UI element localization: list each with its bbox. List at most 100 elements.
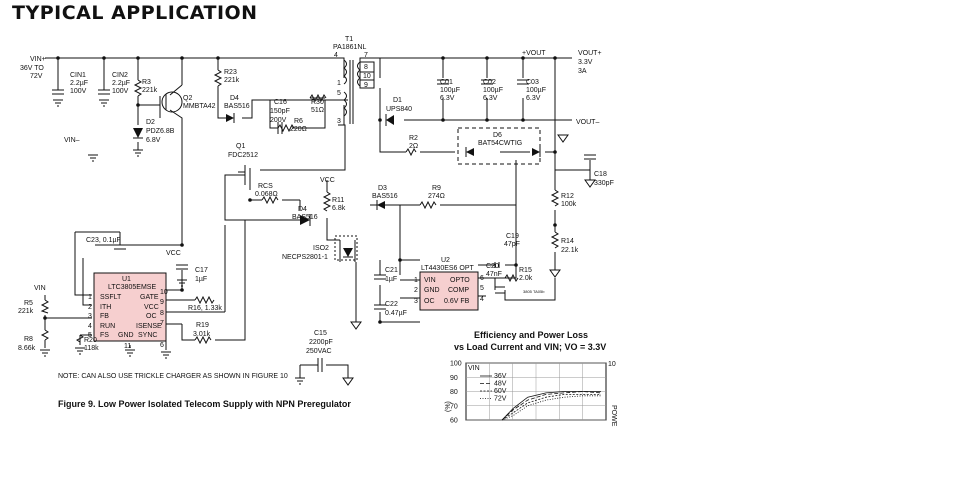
c18-ref: C18 <box>594 171 607 178</box>
q2-part: MMBTA42 <box>183 103 216 110</box>
r5-ref: R5 <box>24 300 33 307</box>
u1-pin-label: SSFLT <box>100 294 122 301</box>
transistor-symbols <box>161 91 251 185</box>
c15-ref: C15 <box>314 330 327 337</box>
c17-value: 1µF <box>195 276 207 283</box>
q1-ref: Q1 <box>236 143 245 150</box>
d1-part: UPS840 <box>386 106 412 113</box>
u1-pin-label: FB <box>100 313 109 320</box>
r14-ref: R14 <box>561 238 574 245</box>
u2-pin-number: 4 <box>480 296 484 303</box>
vin-u1-label: VIN <box>34 285 46 292</box>
u2-pin-number: 1 <box>414 277 418 284</box>
u2-ref: U2 <box>441 257 450 264</box>
r8-value: 8.66k <box>18 345 36 352</box>
component-labels: VIN+ 36V TO 72V VIN– CIN1 2.2µF 100V CIN… <box>18 36 614 409</box>
c03-ref: C03 <box>526 79 539 86</box>
cin2-voltage: 100V <box>112 88 129 95</box>
c17-ref: C17 <box>195 267 208 274</box>
chart-series-72V <box>501 395 601 421</box>
chart-series-60V <box>501 393 601 421</box>
r2-ref: R2 <box>409 135 418 142</box>
t1-pin: 5 <box>337 90 341 97</box>
d4a-part: BAS516 <box>224 103 250 110</box>
chart-title-line-1: Efficiency and Power Loss <box>474 330 588 340</box>
rcs-ref: RCS <box>258 183 273 190</box>
chart-y-tick-label: 70 <box>450 403 458 410</box>
u2-ic-body <box>419 271 479 311</box>
r11-ref: R11 <box>332 197 344 204</box>
chart-legend-title: VIN <box>468 365 480 372</box>
t1-part: PA1861NL <box>333 44 366 51</box>
r19-ref: R19 <box>196 322 209 329</box>
cin2-value: 2.2µF <box>112 80 130 87</box>
c15-value: 2200pF <box>309 339 333 346</box>
u2-pin-number: 2 <box>414 287 418 294</box>
u1-pin-number: 2 <box>88 304 92 311</box>
r11-value: 6.8k <box>332 205 346 212</box>
c03-voltage: 6.3V <box>526 95 541 102</box>
u1-pin-number: 5 <box>88 332 92 339</box>
u2-pin-label: 0.6V FB <box>444 298 470 305</box>
c22-ref: C22 <box>385 301 398 308</box>
u1-pin-label: OC <box>146 313 157 320</box>
ground-symbols <box>40 99 596 386</box>
chart-y-tick-label: 90 <box>450 375 458 382</box>
t1-pin: 1 <box>337 80 341 87</box>
u1-part: LTC3805EMSE <box>108 284 156 291</box>
r3-ref: R3 <box>142 79 151 86</box>
vcc-label-u1: VCC <box>166 250 181 257</box>
r9-ref: R9 <box>432 185 441 192</box>
t1-pin: 10 <box>363 73 371 80</box>
chart-series-48V <box>501 391 602 421</box>
chart-y-axis-label: (%) <box>445 401 452 412</box>
efficiency-chart: Efficiency and Power Loss vs Load Curren… <box>445 330 617 427</box>
c22-value: 0.47µF <box>385 310 407 317</box>
u1-pin-label: ISENSE <box>136 323 162 330</box>
u1-pin-label: RUN <box>100 323 115 330</box>
r23-ref: R23 <box>224 69 237 76</box>
u2-pin-label: VIN <box>424 277 436 284</box>
figure-caption: Figure 9. Low Power Isolated Telecom Sup… <box>58 399 351 409</box>
c16-voltage: 200V <box>270 117 287 124</box>
t1-pin: 3 <box>337 118 341 125</box>
chart-series-36V <box>501 391 601 421</box>
d3-part: BAS516 <box>372 193 398 200</box>
vin-range-label-2: 72V <box>30 73 43 80</box>
r6-ref: R6 <box>294 118 303 125</box>
vout-node-label: +VOUT <box>522 50 546 57</box>
d6-package-outline <box>457 127 541 165</box>
c23-label: C23, 0.1µF <box>86 237 121 244</box>
u1-pin-number: 10 <box>160 289 168 296</box>
c21-value: 1µF <box>385 276 397 283</box>
vout-plus-label: VOUT+ <box>578 50 602 57</box>
d1-ref: D1 <box>393 97 402 104</box>
u1-pin-number: 7 <box>160 320 164 327</box>
chart-legend-label: 48V <box>494 381 507 388</box>
c18-value: 330pF <box>594 180 614 187</box>
c03-value: 100µF <box>526 87 546 94</box>
u1-pin-label: FS <box>100 332 109 339</box>
vin-minus-label: VIN– <box>64 137 80 144</box>
u1-pin-number: 3 <box>88 313 92 320</box>
figure-note: NOTE: CAN ALSO USE TRICKLE CHARGER AS SH… <box>58 373 288 380</box>
u2-pin-label: COMP <box>448 287 469 294</box>
c20-ref: C20 <box>486 263 499 270</box>
vcc-label: VCC <box>320 177 335 184</box>
chart-title-line-2: vs Load Current and VIN; VO = 3.3V <box>454 342 606 352</box>
capacitor-symbols <box>52 79 596 372</box>
u1-ic-body <box>93 272 167 342</box>
c15-voltage: 250VAC <box>306 348 332 355</box>
u2-pin-number: 3 <box>414 298 418 305</box>
c20-value: 47nF <box>486 271 502 278</box>
u1-pin-number: 4 <box>88 323 92 330</box>
r6-value: 220Ω <box>290 126 307 133</box>
iso2-ref: ISO2 <box>313 245 329 252</box>
r30-value: 51Ω <box>311 107 324 114</box>
chart-series-lines <box>501 391 602 421</box>
t1-pin: 8 <box>364 64 368 71</box>
t1-ref: T1 <box>345 36 353 43</box>
